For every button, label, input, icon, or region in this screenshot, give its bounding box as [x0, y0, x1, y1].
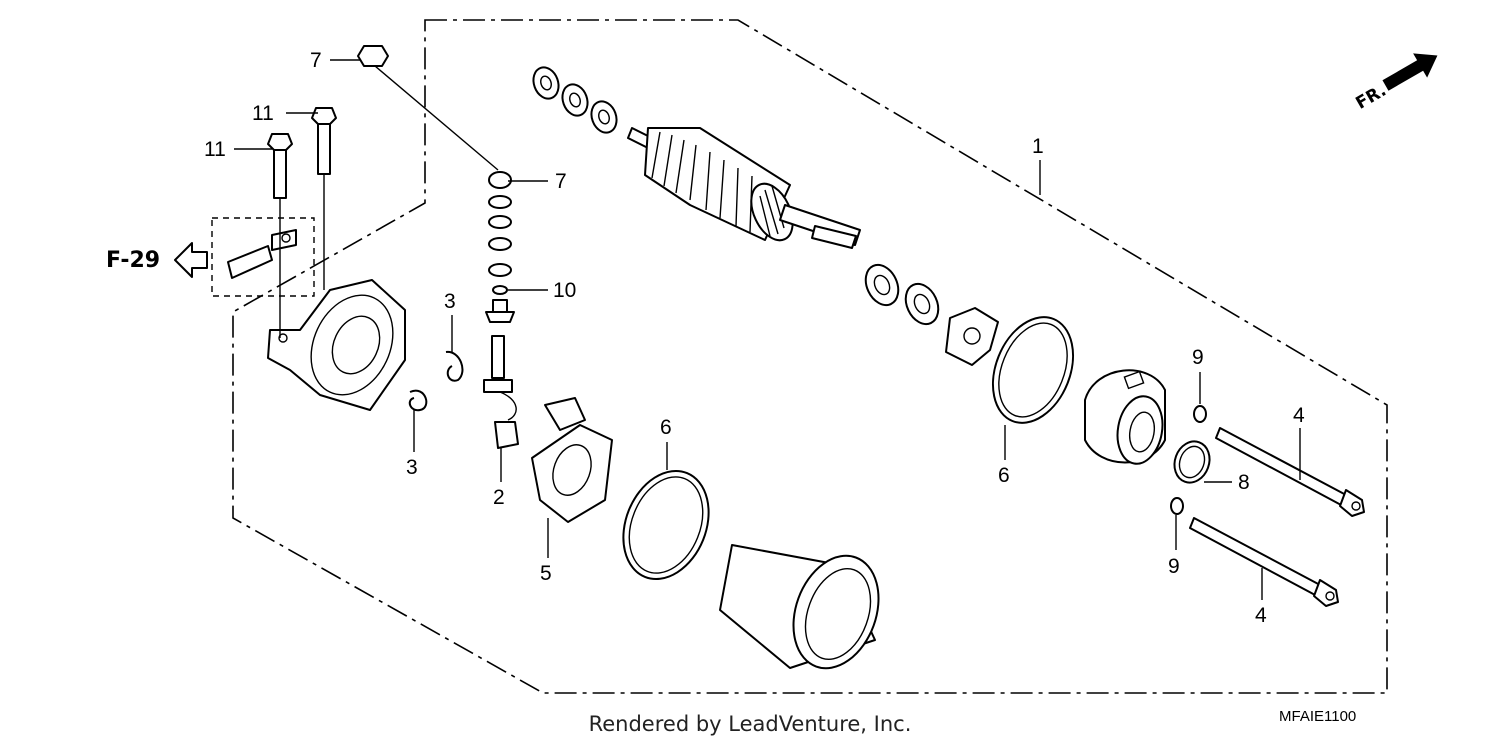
terminal-lead	[227, 229, 297, 279]
diagram-code: MFAIE1100	[1279, 708, 1356, 725]
callout-through-bolt-lower: 4	[1255, 604, 1267, 627]
callout-terminal-nut: 7	[555, 170, 567, 193]
front-direction-label: FR.	[1353, 81, 1390, 114]
armature-washers	[532, 66, 618, 134]
callout-washer-upper: 9	[1192, 346, 1204, 369]
yoke	[719, 544, 880, 670]
armature-shaft-washer-a	[864, 263, 900, 307]
bolt-lower	[267, 133, 293, 199]
assembly-boundary	[232, 19, 1388, 694]
front-cover	[1084, 369, 1166, 465]
render-credit: Rendered by LeadVenture, Inc.	[588, 712, 912, 736]
o-ring-small	[1173, 440, 1211, 484]
brush-holder	[531, 397, 613, 523]
armature-shaft-washer-b	[904, 282, 940, 326]
callout-bolt-lower: 11	[204, 138, 226, 161]
terminal-washer-stack	[485, 171, 515, 323]
reference-arrow	[174, 242, 208, 278]
leader-lines	[234, 59, 1301, 600]
callout-through-bolt-upper: 4	[1293, 404, 1305, 427]
callout-o-ring-small: 8	[1238, 471, 1250, 494]
callout-terminal-washer: 10	[553, 279, 576, 302]
callout-o-ring-right: 6	[998, 464, 1010, 487]
callout-washer-lower: 9	[1168, 555, 1180, 578]
callout-spring-clip-lower: 3	[406, 456, 418, 479]
callout-armature: 1	[1032, 135, 1044, 158]
front-direction-arrow	[1382, 53, 1438, 91]
through-bolt-lower	[1189, 517, 1339, 607]
through-bolt-upper	[1215, 427, 1365, 517]
lock-plate	[945, 307, 999, 366]
spring-clip-upper	[445, 350, 464, 382]
o-ring-right	[991, 316, 1075, 424]
washer-upper	[1193, 405, 1207, 423]
callout-spring-clip-upper: 3	[444, 290, 456, 313]
spring-clip-lower	[408, 389, 428, 412]
o-ring-left	[622, 469, 710, 581]
callout-brush-terminal: 2	[493, 486, 505, 509]
callout-nut-top: 7	[310, 49, 322, 72]
front-direction-indicator: FR.	[1353, 53, 1438, 114]
reference-box	[211, 217, 315, 297]
rear-cover	[267, 279, 406, 411]
bolt-upper	[311, 107, 337, 175]
washer-lower	[1170, 497, 1184, 515]
callout-brush-holder: 5	[540, 562, 552, 585]
brush-terminal	[483, 335, 519, 449]
reference-label: F-29	[106, 248, 160, 273]
callout-o-ring-left: 6	[660, 416, 672, 439]
armature	[627, 127, 861, 249]
callout-bolt-upper: 11	[252, 102, 274, 125]
nut-top	[357, 45, 389, 67]
